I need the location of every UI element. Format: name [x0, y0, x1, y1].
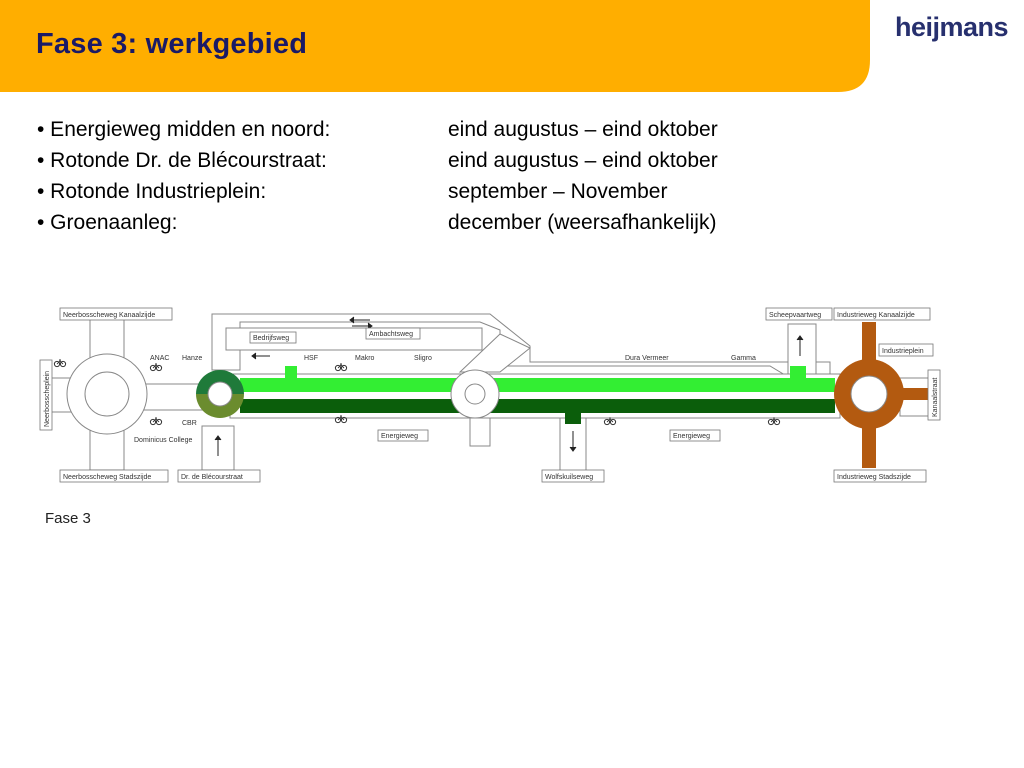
energieweg-south-lane [240, 399, 835, 413]
blecourstraat-roundabout [196, 370, 244, 418]
label-ambachtsweg: Ambachtsweg [369, 331, 413, 338]
label-energieweg: Energieweg [381, 433, 418, 440]
item-period: september – November [448, 180, 668, 203]
industrieplein-roundabout [834, 322, 930, 468]
gamma-patch [790, 366, 806, 378]
label-wolfskuilseweg: Wolfskuilseweg [545, 474, 593, 481]
direction-arrow-icon [214, 316, 804, 456]
item-label: • Groenaanleg: [37, 211, 178, 234]
label-dr-de-blecourstraat: Dr. de Blécourstraat [181, 474, 243, 481]
label-sligro: Sligro [414, 355, 432, 362]
energieweg-north-lane [240, 378, 835, 392]
slide-title: Fase 3: werkgebied [36, 28, 308, 60]
hsf-patch [285, 366, 297, 378]
header-band [0, 0, 870, 92]
item-period: eind augustus – eind oktober [448, 149, 718, 172]
label-industrieplein: Industrieplein [882, 348, 924, 355]
item-period: december (weersafhankelijk) [448, 211, 717, 234]
heijmans-logo: heijmans [895, 12, 1009, 42]
middle-roundabout [450, 369, 500, 419]
label-scheepvaartweg: Scheepvaartweg [769, 312, 821, 319]
neerbosscheplein-roundabout [66, 353, 148, 435]
label-cbr: CBR [182, 420, 197, 427]
label-hanze: Hanze [182, 355, 202, 362]
label-dura-vermeer: Dura Vermeer [625, 355, 669, 362]
label-anac: ANAC [150, 355, 169, 362]
item-period: eind augustus – eind oktober [448, 118, 718, 141]
label-energieweg: Energieweg [673, 433, 710, 440]
map-caption: Fase 3 [45, 510, 91, 527]
work-area-map: Neerbosscheweg Kanaalzijde Neerbosschewe… [39, 307, 941, 483]
item-label: • Rotonde Industrieplein: [37, 180, 267, 203]
label-neerbosscheweg-kanaalzijde: Neerbosscheweg Kanaalzijde [63, 312, 155, 319]
label-industrieweg-kanaalzijde: Industrieweg Kanaalzijde [837, 312, 915, 319]
label-industrieweg-stadszijde: Industrieweg Stadszijde [837, 474, 911, 481]
label-neerbosscheweg-stadszijde: Neerbosscheweg Stadszijde [63, 474, 151, 481]
item-label: • Rotonde Dr. de Blécourstraat: [37, 149, 327, 172]
label-neerbosscheplein: Neerbosscheplein [44, 371, 51, 427]
wolfskuilseweg-patch [565, 412, 581, 424]
item-label: • Energieweg midden en noord: [37, 118, 331, 141]
label-bedrijfsweg: Bedrijfsweg [253, 335, 289, 342]
label-makro: Makro [355, 355, 375, 362]
label-gamma: Gamma [731, 355, 756, 362]
label-kanaalstraat: Kanaalstraat [932, 378, 939, 417]
label-dominicus-college: Dominicus College [134, 437, 192, 444]
diagonal-road [458, 333, 531, 373]
label-hsf: HSF [304, 355, 318, 362]
